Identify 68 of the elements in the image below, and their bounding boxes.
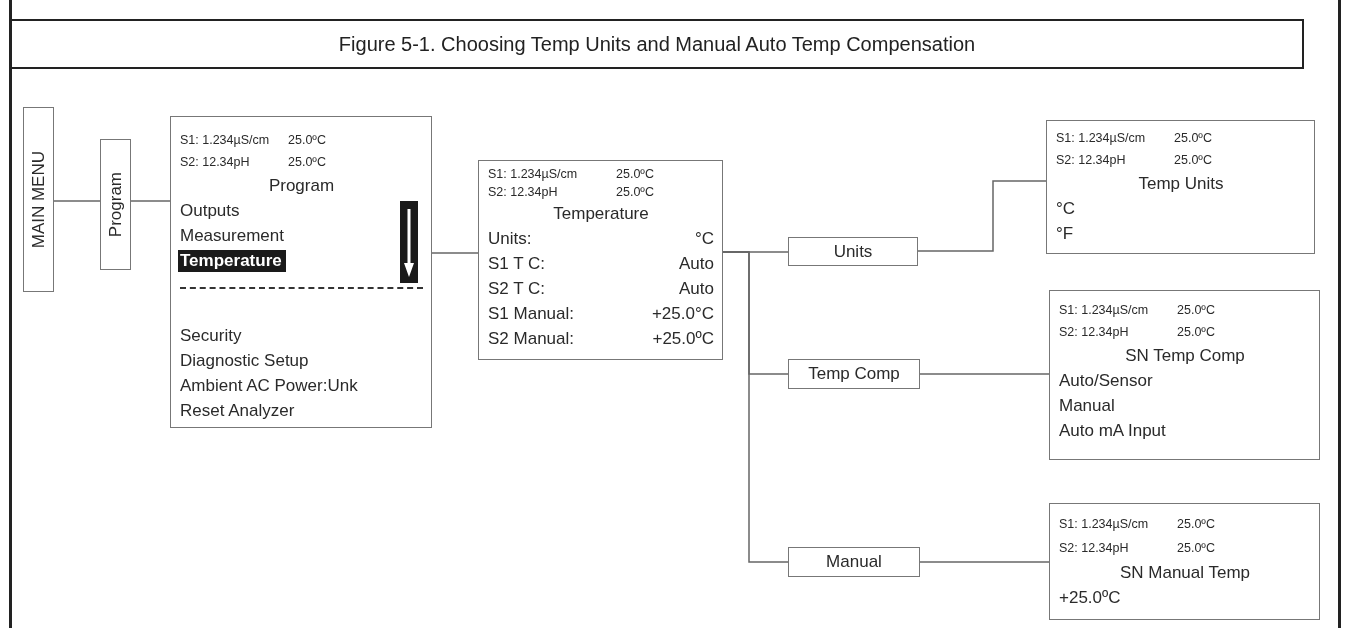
connector-line xyxy=(919,373,1050,375)
menu-item: Manual xyxy=(1059,396,1115,415)
setting-value: Auto xyxy=(679,253,714,275)
display-screen xyxy=(1049,503,1320,620)
status-temperature: 25.0ºC xyxy=(1174,152,1212,169)
connector-line xyxy=(130,200,171,202)
menu-item: °F xyxy=(1056,224,1074,243)
setting-value: +25.0ºC xyxy=(652,328,714,350)
option-box: Temp Comp xyxy=(788,359,920,389)
status-reading: S2: 12.34pH xyxy=(1056,152,1127,169)
menu-item: Diagnostic Setup xyxy=(180,351,309,370)
selected-menu-item: Temperature xyxy=(178,250,286,272)
status-reading: S1: 1.234µS/cm xyxy=(488,166,579,183)
menu-item: Auto/Sensor xyxy=(1059,371,1153,390)
status-temperature: 25.0ºC xyxy=(616,166,654,183)
menu-item: Auto mA Input xyxy=(1059,421,1166,440)
display-screen xyxy=(170,116,432,428)
setting-value: Auto xyxy=(679,278,714,300)
display-screen xyxy=(1049,290,1320,460)
menu-box xyxy=(23,107,54,292)
setting-name: S2 T C: xyxy=(488,278,545,300)
display-screen xyxy=(478,160,723,360)
figure-title: Figure 5-1. Choosing Temp Units and Manual Auto Temp Compensation xyxy=(10,19,1304,69)
connector-line xyxy=(919,561,1050,563)
menu-item: Ambient AC Power:Unk xyxy=(180,376,358,395)
menu-label: Program xyxy=(105,171,126,238)
menu-item: Security xyxy=(180,326,242,345)
menu-label: MAIN MENU xyxy=(28,150,49,249)
status-reading: S1: 1.234µS/cm xyxy=(180,132,271,149)
status-temperature: 25.0ºC xyxy=(288,154,326,171)
status-temperature: 25.0ºC xyxy=(1174,130,1212,147)
status-reading: S2: 12.34pH xyxy=(1059,540,1130,557)
menu-item: Measurement xyxy=(180,226,284,245)
menu-item: Reset Analyzer xyxy=(180,401,295,420)
status-reading: S2: 12.34pH xyxy=(1059,324,1130,341)
status-temperature: 25.0ºC xyxy=(1177,302,1215,319)
status-temperature: 25.0ºC xyxy=(1177,324,1215,341)
menu-item: Outputs xyxy=(180,201,240,220)
menu-box xyxy=(100,139,131,270)
connector-line xyxy=(917,180,1047,252)
status-temperature: 25.0ºC xyxy=(616,184,654,201)
connector-line xyxy=(53,200,101,202)
display-screen xyxy=(1046,120,1315,254)
screen-heading: SN Manual Temp xyxy=(1119,563,1251,582)
setting-name: Units: xyxy=(488,228,532,250)
menu-item: °C xyxy=(1056,199,1076,218)
setting-name: S2 Manual: xyxy=(488,328,574,350)
option-box: Manual xyxy=(788,547,920,577)
setting-name: S1 Manual: xyxy=(488,303,574,325)
screen-heading: Program xyxy=(268,176,335,195)
setting-value: °C xyxy=(694,228,714,250)
setting-value: +25.0°C xyxy=(651,303,714,325)
screen-heading: Temperature xyxy=(553,204,649,223)
status-reading: S2: 12.34pH xyxy=(180,154,251,171)
connector-line xyxy=(431,252,479,254)
connector-line xyxy=(722,251,789,563)
status-temperature: 25.0ºC xyxy=(288,132,326,149)
status-temperature: 25.0ºC xyxy=(1177,516,1215,533)
status-reading: S1: 1.234µS/cm xyxy=(1059,516,1150,533)
screen-heading: SN Temp Comp xyxy=(1125,346,1245,365)
status-reading: S1: 1.234µS/cm xyxy=(1056,130,1147,147)
status-reading: S2: 12.34pH xyxy=(488,184,559,201)
menu-item: +25.0ºC xyxy=(1059,588,1121,607)
status-temperature: 25.0ºC xyxy=(1177,540,1215,557)
option-box: Units xyxy=(788,237,918,266)
status-reading: S1: 1.234µS/cm xyxy=(1059,302,1150,319)
screen-heading: Temp Units xyxy=(1138,174,1224,193)
setting-name: S1 T C: xyxy=(488,253,545,275)
